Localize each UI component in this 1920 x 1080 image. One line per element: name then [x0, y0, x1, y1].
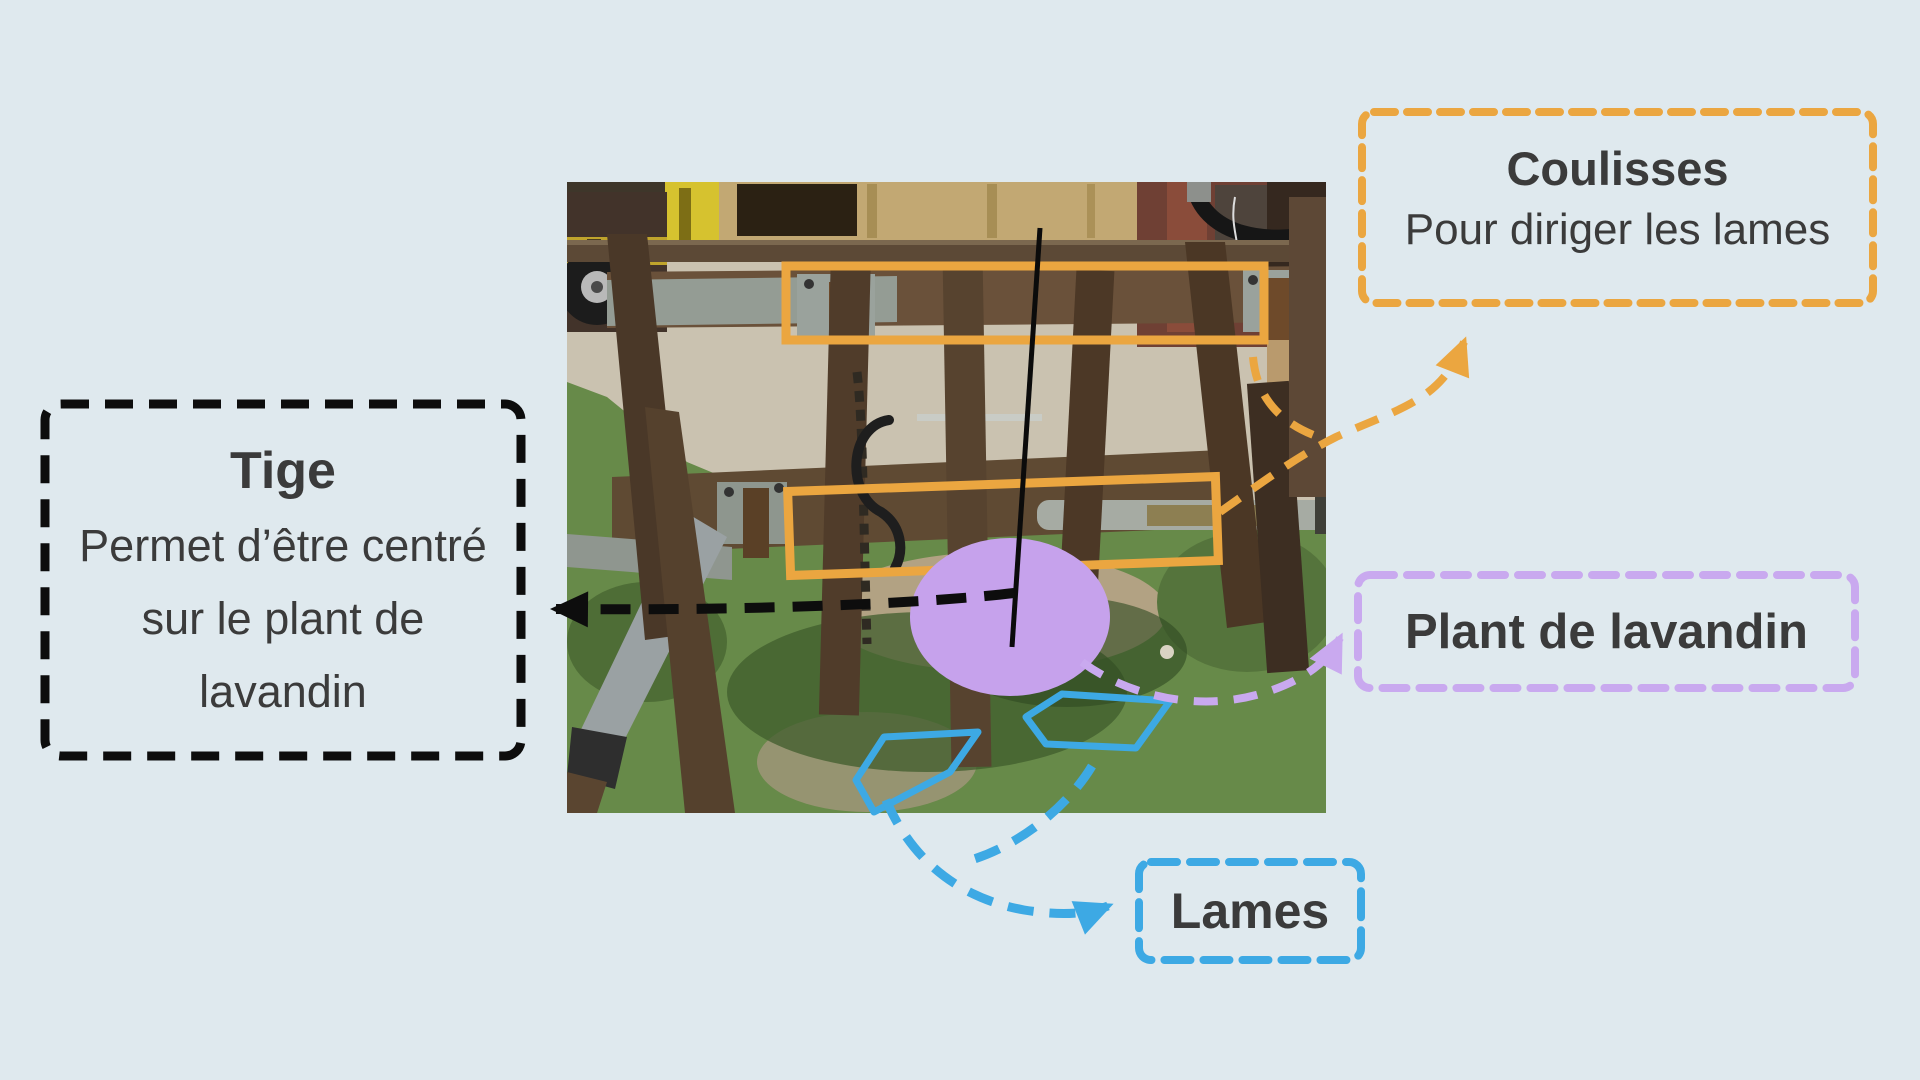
coulisses-title: Coulisses [1506, 142, 1729, 195]
lames-title: Lames [1170, 883, 1330, 939]
tige-line-2: sur le plant de [141, 592, 425, 644]
photo-scene [567, 182, 1326, 813]
tige-title: Tige [230, 441, 336, 500]
frame-top-bar [567, 240, 1326, 262]
tige-line-1: Permet d’être centré [79, 519, 487, 571]
tige-line-3: lavandin [199, 665, 367, 717]
coulisses-callout: Coulisses Pour diriger les lames [1360, 112, 1875, 303]
plant-de-lavandin-title: Plant de lavandin [1405, 604, 1808, 659]
machine-photo [567, 182, 1326, 813]
lames-callout: Lames [1137, 860, 1363, 962]
tige-callout: Tige Permet d’être centré sur le plant d… [43, 402, 523, 758]
plant-de-lavandin-callout: Plant de lavandin [1356, 573, 1857, 690]
coulisses-subtitle: Pour diriger les lames [1404, 205, 1831, 254]
lames-arrow [881, 798, 1114, 935]
